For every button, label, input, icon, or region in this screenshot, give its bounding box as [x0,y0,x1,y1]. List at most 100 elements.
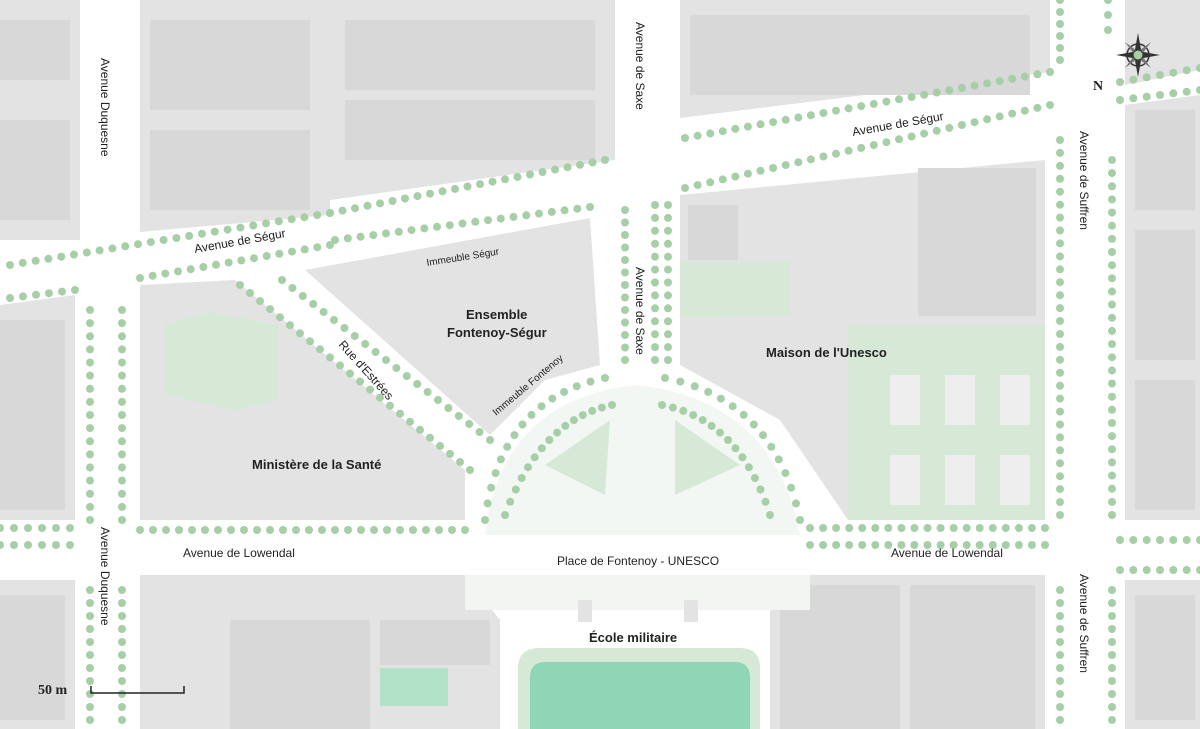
tree-dot [781,469,790,478]
garden-square [1000,375,1030,425]
tree-dot [0,524,4,532]
tree-dot [621,318,629,327]
tree-dot [1108,392,1116,401]
tree-dot [249,221,258,230]
tree-dot [884,524,893,532]
label-avenue-de-suffren-bottom: Avenue de Suffren [1077,574,1091,673]
tree-dot [1001,541,1010,549]
tree-dot [731,172,740,181]
tree-dot [1056,265,1064,274]
tree-dot [330,316,338,324]
tree-dot [597,403,606,412]
tree-dot [1056,716,1064,724]
tree-dot [806,524,814,532]
tree-dot [1056,498,1064,507]
tree-dot [586,203,594,211]
tree-dot [1108,664,1116,672]
tree-dot [57,252,66,261]
tree-dot [1041,524,1049,532]
tree-dot [465,420,474,428]
tree-dot [693,181,702,190]
tree-dot [1056,433,1064,442]
tree-dot [578,411,587,420]
tree-dot [1020,72,1029,81]
tree-dot [1108,169,1116,178]
tree-dot [1108,432,1116,441]
tree-dot [71,286,79,294]
tree-dot [718,175,727,184]
tree-dot [10,541,18,549]
tree-dot [118,716,126,724]
tree-dot [361,340,370,348]
tree-dot [819,524,828,532]
tree-dot [651,330,659,339]
tree-dot [563,163,572,172]
tree-dot [1001,524,1010,532]
tree-dot [1108,511,1116,519]
tree-dot [86,437,94,446]
tree-dot [651,226,659,235]
tree-dot [363,201,372,210]
tree-dot [897,541,906,549]
tree-dot [588,406,597,415]
tree-dot [769,118,778,127]
tree-dot [1108,405,1116,414]
tree-dot [435,526,443,534]
tree-dot [1108,586,1116,594]
tree-dot [401,194,409,203]
tree-dot [340,324,349,332]
building-fb2 [1135,595,1195,720]
tree-dot [1056,407,1064,416]
tree-dot [388,197,397,205]
tree-dot [300,245,309,254]
tree-dot [560,206,569,215]
tree-dot [86,612,94,620]
tree-dot [1116,536,1124,544]
tree-dot [306,337,314,346]
tree-dot [664,239,672,248]
tree-dot [945,123,954,132]
tree-dot [1056,703,1064,711]
garden-square [945,455,975,505]
tree-dot [149,526,157,534]
tree-dot [1056,394,1064,403]
tree-dot [1129,536,1138,544]
label-avenue-de-saxe-top: Avenue de Saxe [633,22,647,110]
tree-dot [1056,664,1064,672]
tree-dot [52,541,60,549]
tree-dot [621,306,629,314]
tree-dot [1108,248,1116,256]
tree-dot [553,428,562,437]
tree-dot [66,541,74,549]
tree-dot [1108,156,1116,164]
tree-dot [1129,75,1138,84]
tree-dot [86,411,94,419]
tree-dot [288,247,296,256]
tree-dot [1014,541,1023,549]
tree-dot [1142,536,1151,544]
tree-dot [517,474,526,482]
tree-dot [136,526,144,534]
tree-dot [664,201,672,209]
tree-dot [188,526,196,534]
tree-dot [681,134,689,142]
tree-dot [266,526,274,534]
tree-dot [882,138,891,147]
tree-dot [1116,566,1124,574]
tree-dot [436,441,444,450]
tree-dot [716,428,724,437]
tree-dot [262,219,270,228]
tree-dot [1056,187,1064,196]
tree-dot [1056,32,1064,40]
tree-dot [970,118,979,127]
tree-dot [1056,252,1064,261]
tree-dot [481,516,489,524]
tree-dot [781,115,790,124]
building-c2 [345,100,595,160]
tree-dot [1056,239,1064,248]
tree-dot [572,382,581,391]
tree-dot [869,141,878,150]
tree-dot [1169,68,1178,77]
tree-dot [1129,94,1138,103]
